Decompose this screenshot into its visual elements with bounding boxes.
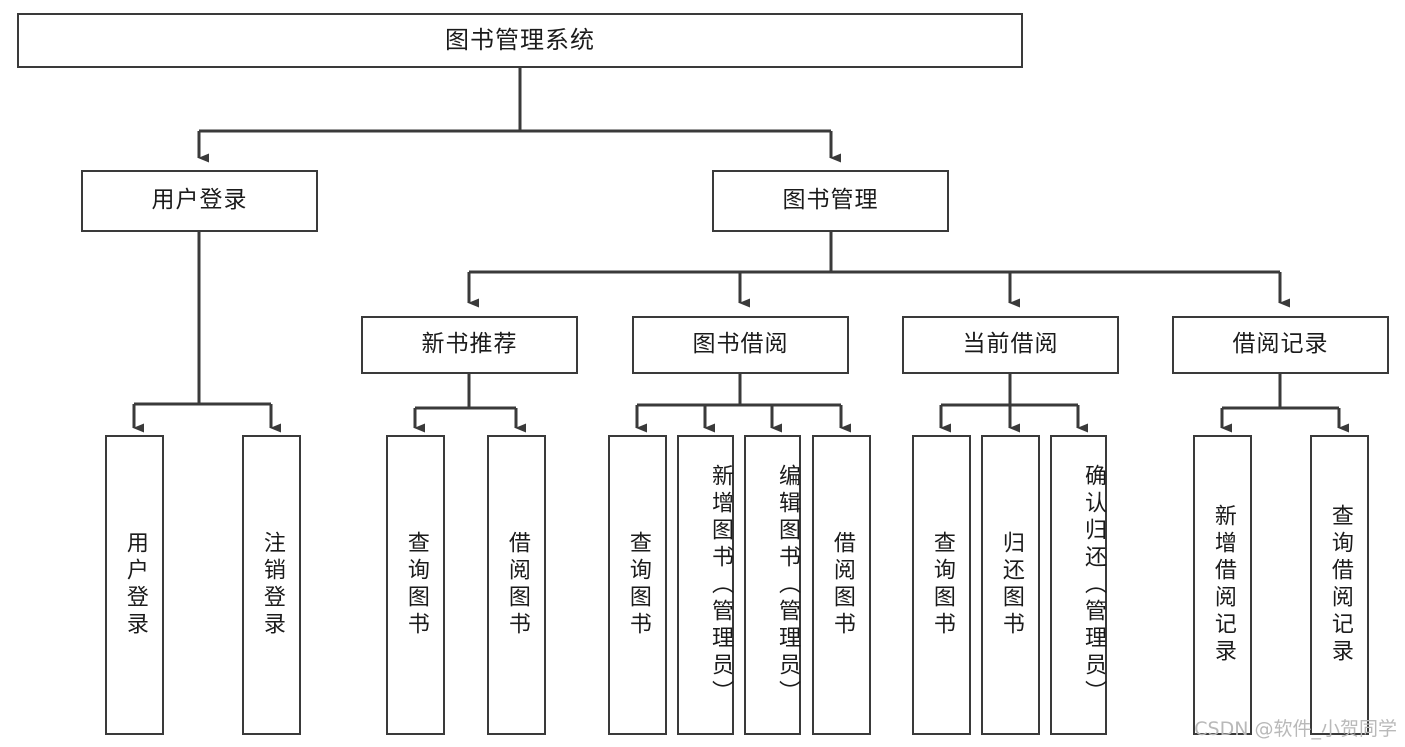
node-label: 新书推荐 xyxy=(421,331,518,358)
leaf-borrow-query-book[interactable]: 查询图书 xyxy=(608,435,667,735)
node-label: 编辑图书（管理员） xyxy=(775,463,800,707)
node-label: 注销登录 xyxy=(259,531,285,639)
node-label: 归还图书 xyxy=(998,531,1024,639)
leaf-record-add-record[interactable]: 新增借阅记录 xyxy=(1193,435,1252,735)
node-label: 借阅图书 xyxy=(504,531,530,639)
leaf-user-login-signin[interactable]: 用户登录 xyxy=(105,435,164,735)
node-root-system[interactable]: 图书管理系统 xyxy=(17,13,1023,68)
node-label: 图书借阅 xyxy=(692,331,789,358)
node-label: 借阅记录 xyxy=(1232,331,1329,358)
node-label: 新增图书（管理员） xyxy=(708,463,733,707)
node-current-borrow[interactable]: 当前借阅 xyxy=(902,316,1119,374)
node-label: 用户登录 xyxy=(151,187,248,214)
node-user-login[interactable]: 用户登录 xyxy=(81,170,318,232)
leaf-borrow-borrow-book[interactable]: 借阅图书 xyxy=(812,435,871,735)
leaf-new-book-borrow[interactable]: 借阅图书 xyxy=(487,435,546,735)
node-label: 图书管理系统 xyxy=(445,26,595,55)
leaf-current-confirm-return-admin[interactable]: 确认归还（管理员） xyxy=(1050,435,1107,735)
node-label: 查询图书 xyxy=(929,531,955,639)
csdn-watermark: CSDN @软件_小贺同学 xyxy=(1194,718,1397,740)
node-new-book-recommend[interactable]: 新书推荐 xyxy=(361,316,578,374)
node-label: 当前借阅 xyxy=(962,331,1059,358)
leaf-current-query-book[interactable]: 查询图书 xyxy=(912,435,971,735)
node-label: 查询图书 xyxy=(625,531,651,639)
node-label: 确认归还（管理员） xyxy=(1081,463,1106,707)
node-label: 借阅图书 xyxy=(829,531,855,639)
leaf-current-return-book[interactable]: 归还图书 xyxy=(981,435,1040,735)
leaf-new-book-query[interactable]: 查询图书 xyxy=(386,435,445,735)
node-label: 图书管理 xyxy=(782,187,879,214)
node-borrow-record[interactable]: 借阅记录 xyxy=(1172,316,1389,374)
leaf-borrow-edit-book-admin[interactable]: 编辑图书（管理员） xyxy=(744,435,801,735)
leaf-record-query-record[interactable]: 查询借阅记录 xyxy=(1310,435,1369,735)
leaf-user-login-signout[interactable]: 注销登录 xyxy=(242,435,301,735)
node-label: 用户登录 xyxy=(122,531,148,639)
node-book-borrow[interactable]: 图书借阅 xyxy=(632,316,849,374)
node-label: 查询借阅记录 xyxy=(1327,504,1353,666)
node-label: 查询图书 xyxy=(403,531,429,639)
leaf-borrow-add-book-admin[interactable]: 新增图书（管理员） xyxy=(677,435,734,735)
node-label: 新增借阅记录 xyxy=(1210,504,1236,666)
node-book-management[interactable]: 图书管理 xyxy=(712,170,949,232)
